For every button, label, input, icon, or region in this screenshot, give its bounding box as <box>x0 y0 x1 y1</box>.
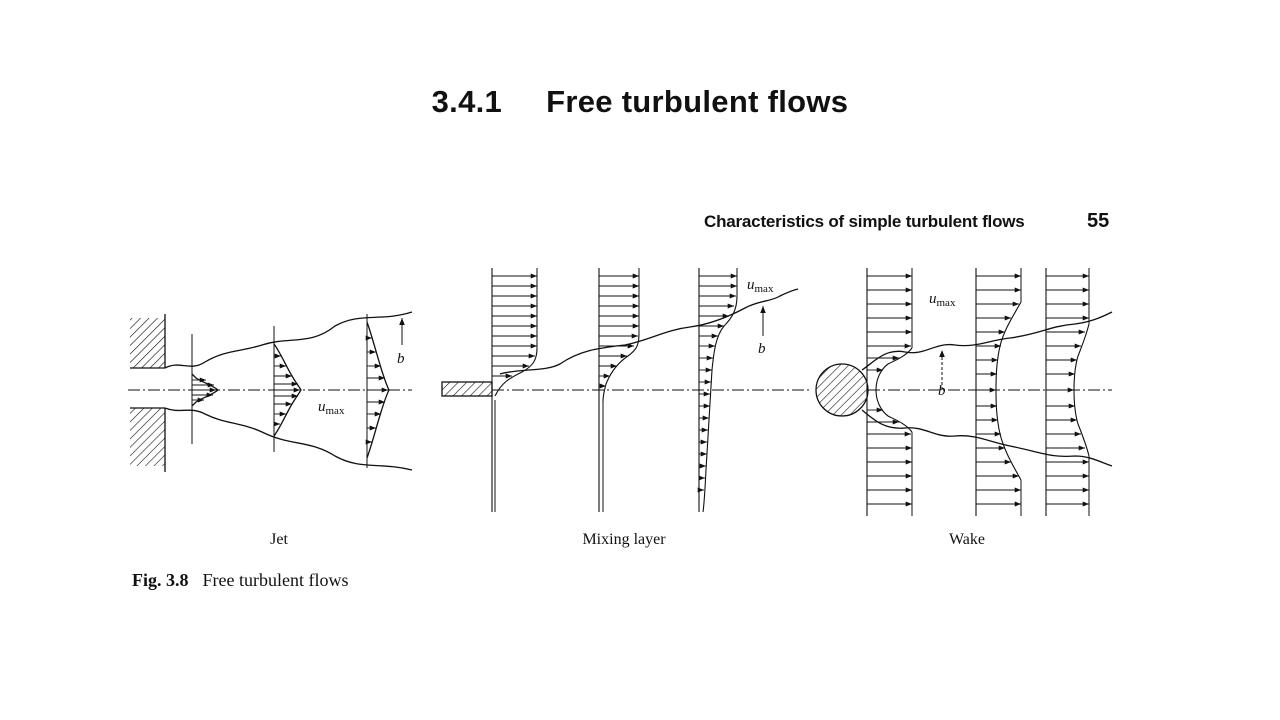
panel-label-wake: Wake <box>948 531 986 548</box>
jet-diagram <box>128 311 413 472</box>
section-number: 3.4.1 <box>431 84 503 119</box>
mixing-b-label: b <box>758 341 766 357</box>
figure-caption-text: Free turbulent flows <box>202 570 349 590</box>
mixing-layer-diagram <box>441 268 812 513</box>
mixing-station-3 <box>697 268 738 513</box>
wake-station-3 <box>1045 268 1090 516</box>
jet-profile-2 <box>273 343 302 437</box>
jet-boundary-lower <box>164 407 413 471</box>
panel-label-jet: Jet <box>270 531 288 548</box>
wake-boundary-lower <box>861 409 1113 467</box>
wake-umax-label: umax <box>929 291 956 309</box>
mixing-station-2 <box>598 268 640 512</box>
running-head: Characteristics of simple turbulent flow… <box>704 212 1025 231</box>
wake-station-1 <box>866 268 913 516</box>
page-number: 55 <box>1087 210 1110 232</box>
mixing-boundary-upper <box>499 288 799 375</box>
wake-station-2 <box>975 268 1022 516</box>
mixing-station-1 <box>491 268 538 512</box>
figure-caption: Fig. 3.8 Free turbulent flows <box>132 570 348 591</box>
jet-boundary-upper <box>164 311 413 369</box>
panel-label-mixing-layer: Mixing layer <box>582 531 666 548</box>
jet-umax-label: umax <box>318 399 345 417</box>
wake-cylinder <box>815 363 869 417</box>
mixing-umax-label: umax <box>747 277 774 295</box>
wake-b-label: b <box>938 383 946 399</box>
nozzle-hatch-lower <box>130 408 165 466</box>
wake-boundary-upper <box>861 311 1113 371</box>
jet-profile-3 <box>366 321 390 459</box>
wake-diagram <box>815 268 1113 516</box>
slide-title: 3.4.1 Free turbulent flows <box>0 84 1280 120</box>
figure-number: Fig. 3.8 <box>132 570 189 590</box>
splitter-plate <box>441 381 493 397</box>
jet-b-label: b <box>397 351 405 367</box>
section-title: Free turbulent flows <box>546 84 849 119</box>
nozzle-hatch-upper <box>130 318 165 368</box>
